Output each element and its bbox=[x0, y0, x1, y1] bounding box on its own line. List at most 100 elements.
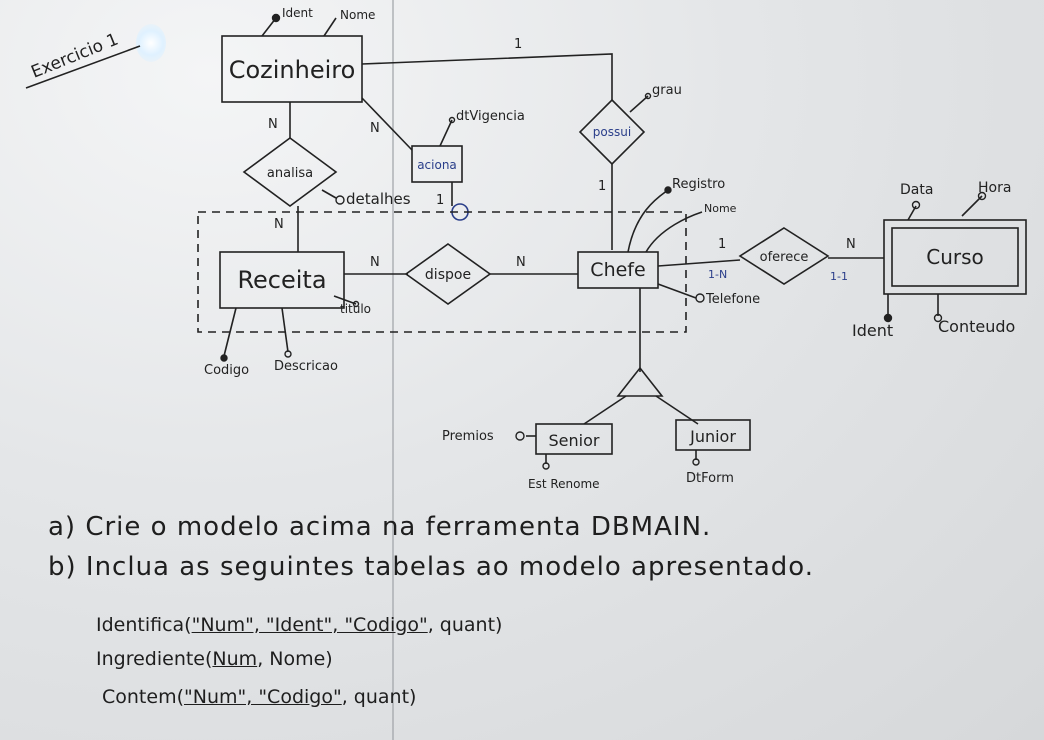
card-oferece-curso-range: 1-1 bbox=[830, 270, 848, 283]
attr-data-label: Data bbox=[900, 182, 933, 198]
table-ingrediente-rest: , Nome) bbox=[257, 648, 333, 670]
entity-senior-label: Senior bbox=[549, 431, 600, 450]
card-chefe-oferece-range: 1-N bbox=[708, 268, 727, 281]
rel-dispoe-label: dispoe bbox=[425, 267, 471, 283]
line-chefe-oferece bbox=[657, 259, 741, 267]
entity-curso-outer bbox=[883, 219, 1027, 295]
attr-dot-titulo bbox=[352, 300, 360, 308]
attr-dot-hora bbox=[977, 191, 987, 201]
attr-line-titulo bbox=[333, 295, 357, 305]
attr-line-nome-chefe bbox=[645, 211, 703, 253]
attr-conteudo-label: Conteudo bbox=[938, 317, 1015, 336]
line-cozinheiro-aciona bbox=[361, 97, 413, 151]
card-analisa-receita: N bbox=[274, 217, 284, 232]
attr-dot-grau bbox=[644, 92, 652, 100]
entity-receita-label: Receita bbox=[237, 266, 326, 294]
table-contem: Contem("Num", "Codigo", quant) bbox=[102, 686, 416, 708]
entity-senior-box bbox=[535, 423, 613, 455]
attr-detalhes-label: detalhes bbox=[346, 190, 411, 208]
line-spec-senior bbox=[583, 395, 627, 425]
entity-cozinheiro-box bbox=[221, 35, 363, 103]
attr-dot-dtvigencia bbox=[448, 116, 456, 124]
table-contem-rest: , quant) bbox=[341, 686, 417, 708]
card-chefe-oferece: 1 bbox=[718, 237, 726, 252]
attr-dot-descricao bbox=[284, 350, 292, 358]
attr-dot-detalhes bbox=[335, 195, 345, 205]
table-identifica-prefix: Identifica( bbox=[96, 614, 192, 636]
table-identifica-keys: "Num", "Ident", "Codigo" bbox=[191, 614, 428, 636]
table-ingrediente-prefix: Ingrediente( bbox=[96, 648, 213, 670]
table-ingrediente-keys: Num bbox=[212, 648, 258, 670]
attr-dot-data bbox=[911, 200, 921, 210]
card-dispoe-chefe: N bbox=[516, 255, 526, 270]
attr-dtform-label: DtForm bbox=[686, 471, 734, 486]
attr-dot-conteudo bbox=[933, 313, 943, 323]
attr-est-renome-label: Est Renome bbox=[528, 477, 600, 491]
entity-chefe-box bbox=[577, 251, 659, 289]
attr-line-dtvigencia bbox=[439, 119, 453, 147]
line-cozinheiro-possui bbox=[361, 53, 613, 100]
instruction-a: a) Crie o modelo acima na ferramenta DBM… bbox=[48, 512, 712, 542]
rel-dispoe-diamond bbox=[404, 243, 492, 305]
specialization-triangle bbox=[616, 366, 664, 397]
diagram-title: Exercicio 1 bbox=[28, 30, 121, 83]
attr-dot-telefone bbox=[695, 293, 705, 303]
card-receita-dispoe: N bbox=[370, 255, 380, 270]
attr-line-detalhes bbox=[321, 189, 337, 199]
attr-ident-label: Ident bbox=[282, 6, 313, 20]
rel-oferece-diamond bbox=[738, 227, 830, 285]
card-oferece-curso: N bbox=[846, 237, 856, 252]
table-ingrediente: Ingrediente(Num, Nome) bbox=[96, 648, 333, 670]
light-glare bbox=[136, 24, 166, 62]
attr-hora-label: Hora bbox=[978, 180, 1011, 196]
attr-premios-label: Premios bbox=[442, 429, 494, 444]
attr-dot-ident bbox=[271, 13, 281, 23]
attr-ident-curso-label: Ident bbox=[852, 321, 893, 340]
entity-junior-box bbox=[675, 419, 751, 451]
card-cozinheiro-analisa: N bbox=[268, 117, 278, 132]
attr-nome-label: Nome bbox=[340, 8, 375, 22]
rel-aciona-label: aciona bbox=[417, 158, 457, 172]
whiteboard-seam bbox=[392, 0, 394, 740]
attr-dot-registro bbox=[664, 186, 672, 194]
attr-codigo-label: Codigo bbox=[204, 363, 249, 378]
table-identifica: Identifica("Num", "Ident", "Codigo", qua… bbox=[96, 614, 502, 636]
attr-line-telefone bbox=[657, 283, 697, 299]
attr-telefone-label: Telefone bbox=[705, 292, 760, 307]
aggregation-box bbox=[197, 211, 687, 333]
attr-dot-ident-curso bbox=[883, 313, 893, 323]
entity-chefe-label: Chefe bbox=[590, 259, 645, 281]
attr-line-registro bbox=[627, 189, 669, 253]
table-contem-keys: "Num", "Codigo" bbox=[184, 686, 342, 708]
card-cozinheiro-aciona: N bbox=[370, 121, 380, 136]
rel-analisa-diamond bbox=[242, 137, 338, 207]
rel-oferece-label: oferece bbox=[760, 250, 809, 265]
table-identifica-rest: , quant) bbox=[427, 614, 503, 636]
attr-line-grau bbox=[629, 95, 649, 113]
attr-nome-chefe-label: Nome bbox=[704, 202, 737, 215]
entity-curso-inner bbox=[891, 227, 1019, 287]
attr-dot-dtform bbox=[692, 458, 700, 466]
rel-aciona-box bbox=[411, 145, 463, 183]
entity-cozinheiro-label: Cozinheiro bbox=[229, 56, 356, 84]
attr-line-hora bbox=[961, 195, 983, 217]
entity-junior-label: Junior bbox=[689, 427, 736, 446]
rel-analisa-label: analisa bbox=[267, 166, 313, 181]
attr-titulo-label: titulo bbox=[340, 302, 371, 316]
attr-dot-est-renome bbox=[542, 462, 550, 470]
attr-dot-premios bbox=[515, 431, 525, 441]
rel-possui-label: possui bbox=[593, 125, 631, 139]
entity-curso-label: Curso bbox=[926, 245, 984, 269]
attr-grau-label: grau bbox=[652, 83, 682, 98]
attr-registro-label: Registro bbox=[672, 177, 725, 192]
attr-line-nome bbox=[323, 17, 337, 37]
attr-dot-codigo bbox=[220, 354, 228, 362]
attr-descricao-label: Descricao bbox=[274, 359, 338, 374]
card-possui-chefe: 1 bbox=[598, 179, 606, 194]
table-contem-prefix: Contem( bbox=[102, 686, 184, 708]
attr-dtvigencia-label: dtVigencia bbox=[456, 109, 525, 124]
card-aciona-chefe: 1 bbox=[436, 193, 444, 208]
attr-line-descricao bbox=[281, 307, 289, 353]
instruction-b: b) Inclua as seguintes tabelas ao modelo… bbox=[48, 552, 814, 582]
